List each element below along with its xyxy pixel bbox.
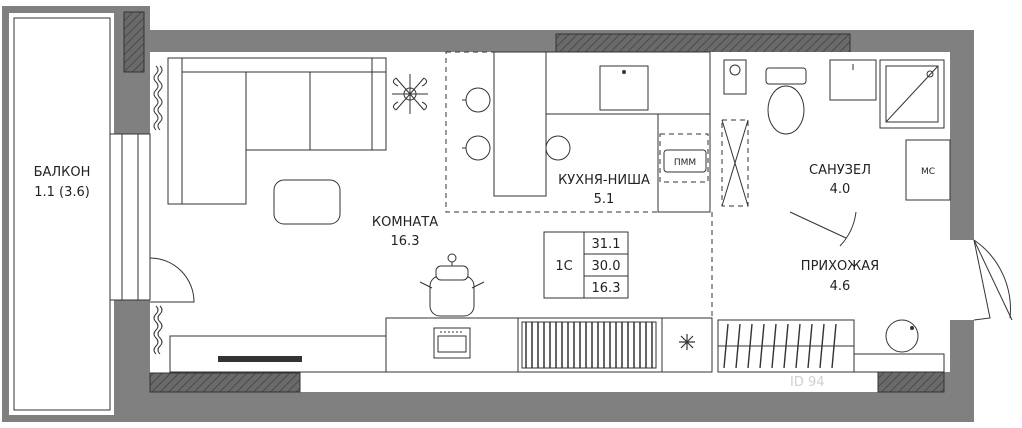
- left-hatched-wall: [123, 11, 145, 73]
- living-area: 16.3: [592, 281, 621, 296]
- kitchen-counter-top: [545, 51, 711, 115]
- hallway-area: 4.6: [830, 279, 851, 294]
- watermark: ID 94: [790, 375, 825, 390]
- apartment-type: 1С: [555, 259, 572, 274]
- right-wall-upper: [950, 30, 974, 240]
- room-name: КОМНАТА: [372, 215, 438, 230]
- tv: [218, 356, 302, 362]
- kitchen-name: КУХНЯ-НИША: [558, 173, 650, 188]
- round-stool: [885, 319, 919, 353]
- toilet-icon: [765, 67, 807, 135]
- hall-bench: [853, 353, 945, 373]
- entry-door-leaf: [973, 239, 1013, 321]
- top-hatched-wall: [555, 33, 851, 55]
- shaft: [721, 119, 749, 207]
- entry-door: [973, 239, 1011, 321]
- shower-icon: [879, 59, 945, 129]
- balcony-bottom-wall: [2, 415, 122, 422]
- water-meter: [723, 59, 747, 95]
- balcony-top-wall: [2, 6, 122, 13]
- bottom-right-hatched-wall: [877, 371, 945, 393]
- bathroom-name: САНУЗЕЛ: [809, 163, 871, 178]
- washing-machine: [905, 139, 951, 201]
- total-area: 31.1: [592, 237, 621, 252]
- bathroom-fixtures: МС: [765, 59, 951, 201]
- hallway-name: ПРИХОЖАЯ: [801, 259, 879, 274]
- bottom-wall: [114, 392, 974, 422]
- balcony-name: БАЛКОН: [34, 165, 91, 180]
- living-total-area: 30.0: [592, 259, 621, 274]
- room-area: 16.3: [391, 234, 420, 249]
- coffee-table: [273, 179, 341, 225]
- stool: [465, 135, 491, 161]
- stove: [659, 133, 709, 183]
- washing-machine-label: МС: [921, 167, 935, 177]
- balcony-area: 1.1 (3.6): [34, 185, 90, 200]
- oven-icon: [433, 327, 471, 359]
- balcony-left-wall: [2, 6, 9, 422]
- kitchen-area: ПММ: [445, 51, 711, 213]
- summary-table: [543, 231, 629, 299]
- kitchen-area-value: 5.1: [594, 192, 615, 207]
- stool: [545, 135, 571, 161]
- plant-icon: [392, 74, 428, 114]
- radiator: [521, 321, 657, 369]
- dishwasher: [663, 149, 707, 173]
- curtains: [153, 65, 163, 355]
- electric-panel-icon: [679, 334, 695, 350]
- bathroom-area: 4.0: [830, 182, 851, 197]
- shaft-cross: [721, 119, 749, 207]
- sofa: [167, 57, 387, 205]
- bathroom-door: [789, 211, 857, 247]
- desk-chair: [419, 253, 485, 317]
- balcony-door: [109, 133, 195, 303]
- stool: [465, 87, 491, 113]
- bar-counter: [493, 51, 547, 197]
- hall-wardrobe: [717, 319, 855, 373]
- bottom-furniture: [169, 317, 713, 373]
- dishwasher-label: ПММ: [674, 158, 696, 168]
- balcony-floor: [9, 13, 114, 415]
- sink-icon: [599, 65, 649, 111]
- bottom-hatched-wall: [149, 372, 301, 393]
